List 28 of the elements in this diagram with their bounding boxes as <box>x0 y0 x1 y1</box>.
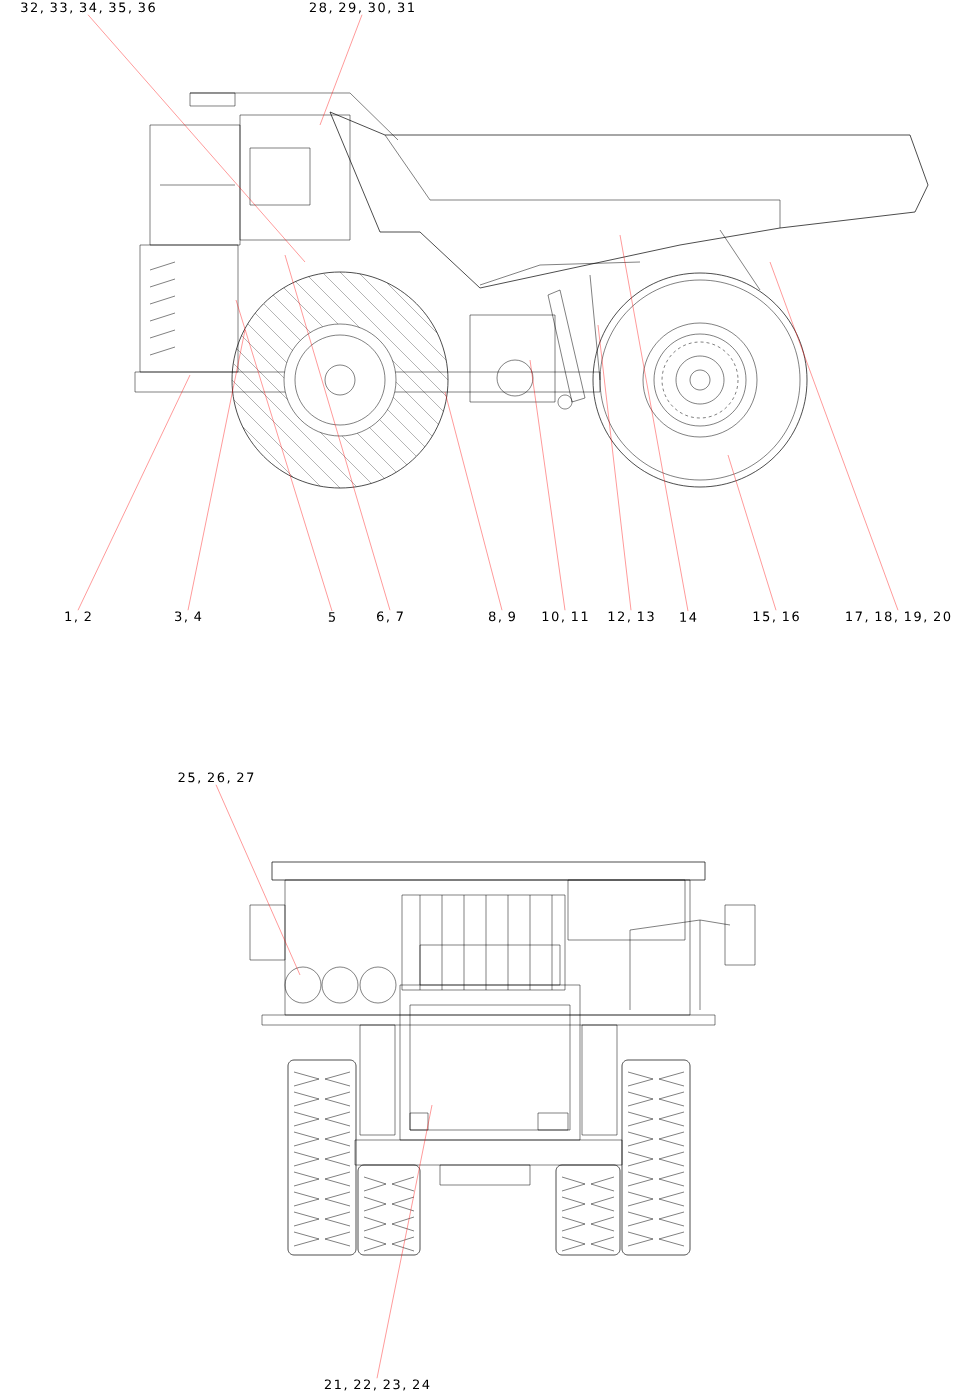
callout-number: 32, 33, 34, 35, 36 <box>21 2 155 14</box>
leader-line <box>597 324 632 611</box>
callout-number: 6, 7 <box>377 611 403 623</box>
leader-line <box>529 359 566 611</box>
leader-line <box>727 454 777 611</box>
leader-line <box>619 234 689 612</box>
leader-line <box>235 299 333 612</box>
callout-number: 21, 22, 23, 24 <box>324 1379 430 1391</box>
leader-line <box>769 261 899 611</box>
callout-number: 12, 13 <box>608 611 654 623</box>
callout-number: 8, 9 <box>488 611 515 623</box>
leader-line <box>319 14 363 126</box>
leader-line <box>87 14 306 263</box>
leader-line <box>77 374 191 611</box>
callout-number: 3, 4 <box>175 611 202 623</box>
callout-number: 15, 16 <box>753 611 799 623</box>
callout-number: 5 <box>328 612 335 622</box>
leader-line <box>376 1104 433 1379</box>
callout-number: 14 <box>680 612 697 622</box>
callout-number: 10, 11 <box>542 611 588 623</box>
leader-line <box>187 329 246 611</box>
callout-number: 1, 2 <box>65 611 91 623</box>
leader-line <box>284 254 391 611</box>
callout-number: 25, 26, 27 <box>178 772 254 784</box>
callout-number: 28, 29, 30, 31 <box>309 2 414 14</box>
leader-line <box>215 784 301 976</box>
leader-line <box>444 391 503 611</box>
callout-number: 17, 18, 19, 20 <box>846 611 951 623</box>
